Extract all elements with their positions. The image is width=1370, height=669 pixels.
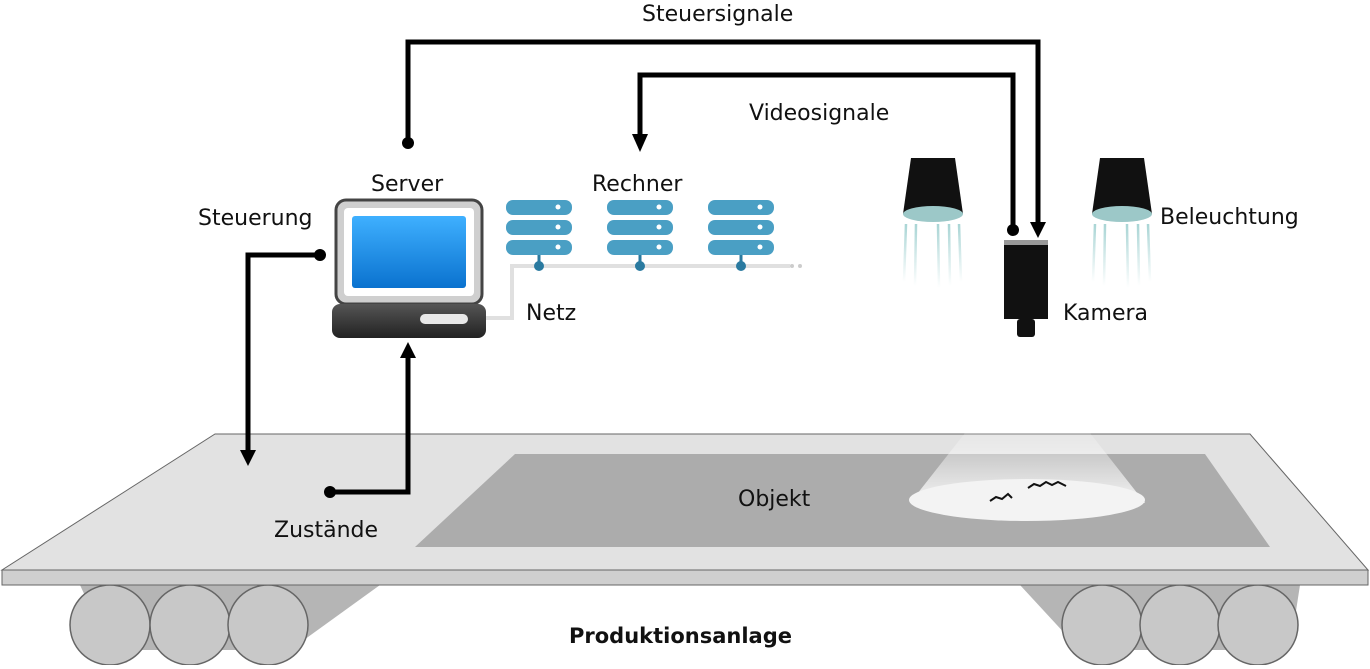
- label-steuerung: Steuerung: [198, 206, 313, 231]
- steuerung-wire: [240, 249, 326, 466]
- steuersignale-wire: [402, 39, 1046, 238]
- roller: [149, 584, 231, 666]
- label-videosignale: Videosignale: [749, 101, 890, 126]
- computer-monitor-icon: [332, 198, 486, 338]
- camera-light-cone: [909, 433, 1145, 521]
- server-rack-icon: [506, 200, 774, 271]
- camera-icon: [1004, 240, 1048, 337]
- roller: [227, 584, 309, 666]
- spotlight-right: [1091, 158, 1152, 289]
- roller: [1061, 584, 1143, 666]
- roller-group-right: [1020, 584, 1300, 666]
- spotlight-left: [902, 158, 963, 289]
- roller: [1139, 584, 1221, 666]
- label-beleuchtung: Beleuchtung: [1160, 205, 1299, 230]
- spotlight-icon: [902, 158, 1152, 289]
- roller-group-left: [69, 584, 380, 666]
- production-platform: [0, 433, 1370, 586]
- server-rack-3: [708, 200, 774, 271]
- label-rechner: Rechner: [592, 172, 683, 197]
- roller: [69, 584, 151, 666]
- label-objekt: Objekt: [738, 487, 811, 512]
- zustaende-wire: [324, 342, 416, 498]
- label-kamera: Kamera: [1063, 301, 1149, 326]
- defect-mark: [1027, 480, 1067, 489]
- defect-mark: [989, 492, 1013, 502]
- videosignale-wire: [632, 72, 1019, 236]
- roller: [1217, 584, 1299, 666]
- label-steuersignale: Steuersignale: [642, 2, 794, 27]
- network-line: [484, 264, 802, 320]
- label-server: Server: [371, 172, 444, 197]
- label-produktionsanlage: Produktionsanlage: [569, 624, 793, 648]
- label-zustaende: Zustände: [274, 518, 379, 543]
- server-rack-1: [506, 200, 572, 271]
- label-netz: Netz: [526, 301, 577, 326]
- server-rack-2: [607, 200, 673, 271]
